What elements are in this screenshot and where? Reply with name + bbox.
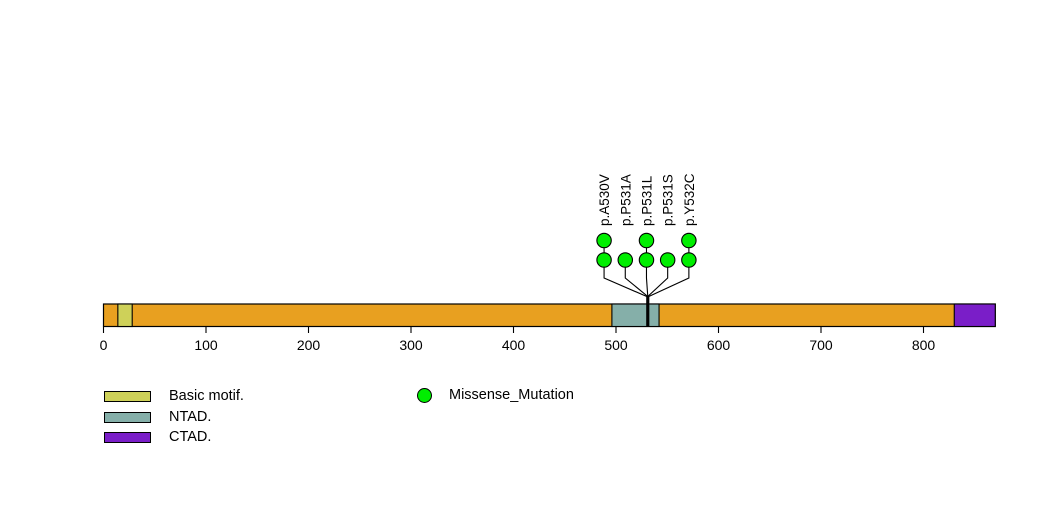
mutation-point [681, 232, 697, 249]
axis-tick-label: 200 [297, 337, 321, 353]
axis-tick-label: 600 [707, 337, 731, 353]
ctad-label: CTAD. [169, 429, 212, 445]
mutation-point [617, 252, 634, 268]
legend-row-ntad: NTAD. [104, 408, 244, 425]
protein-bar [102, 303, 996, 328]
axis-tick-label: 500 [604, 337, 628, 353]
mutation-label: p.P531S [661, 174, 676, 226]
axis-tick-label: 400 [502, 337, 526, 353]
domain-ntad [611, 303, 660, 328]
legend-row-ctad: CTAD. [104, 429, 244, 445]
domain-ctad [953, 303, 996, 328]
ntad-swatch [104, 411, 151, 423]
mutation-type-legend: Missense_Mutation [417, 388, 574, 403]
basic-motif-label: Basic motif. [169, 388, 244, 404]
mutation-label: p.P531L [639, 175, 654, 226]
mutation-label: p.Y532C [682, 173, 697, 226]
mutation-point [596, 252, 612, 268]
mutation-label: p.A530V [597, 174, 612, 226]
axis-tick-label: 0 [100, 337, 108, 353]
axis-tick-label: 700 [809, 337, 833, 353]
mutation-point [638, 252, 655, 268]
legend-row-basic-motif: Basic motif. [104, 388, 244, 404]
mutation-point [659, 252, 676, 268]
missense-mutation-label: Missense_Mutation [449, 387, 574, 403]
missense-mutation-circle-icon [417, 388, 432, 403]
lollipop-stem [647, 260, 669, 327]
mutation-point [681, 252, 697, 268]
mutation-point [638, 232, 655, 249]
axis-tick-label: 100 [194, 337, 218, 353]
ntad-label: NTAD. [169, 408, 212, 425]
domain-basic-motif [117, 303, 133, 328]
basic-motif-swatch [104, 391, 151, 402]
axis-tick-label: 300 [399, 337, 423, 353]
domain-legend: Basic motif. NTAD. CTAD. [104, 388, 244, 453]
mutation-point [596, 232, 612, 249]
ctad-swatch [104, 432, 151, 443]
mutation-label: p.P531A [618, 174, 633, 226]
axis-tick-label: 800 [912, 337, 936, 353]
